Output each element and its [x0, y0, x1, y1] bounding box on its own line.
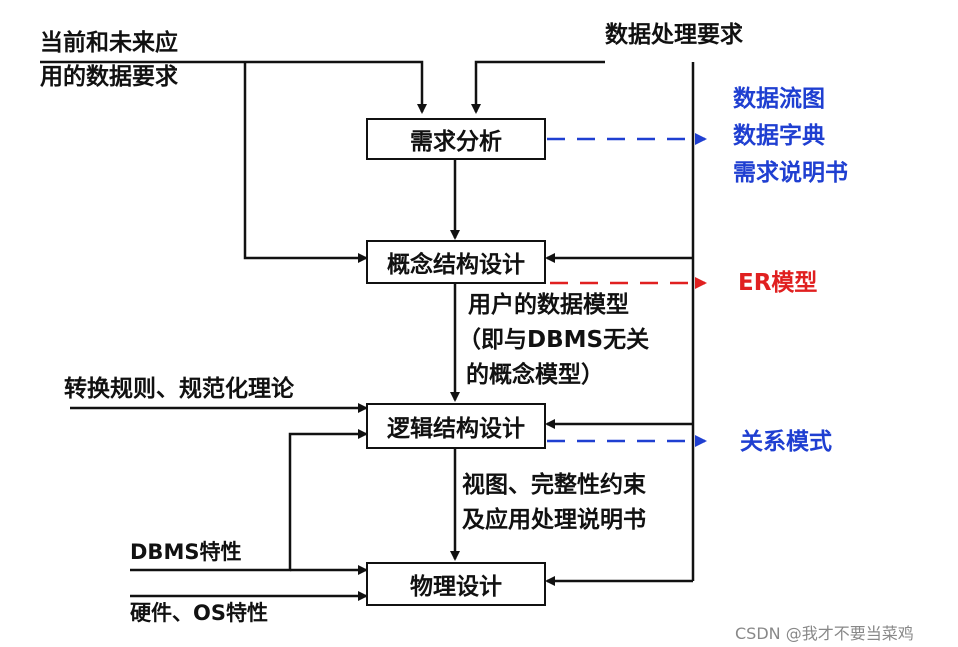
input-processing-req: 数据处理要求	[605, 22, 743, 48]
input-current-future-line2: 用的数据要求	[40, 64, 178, 90]
annotation-user-model-1: 用户的数据模型	[468, 292, 629, 318]
annotation-views-1: 视图、完整性约束	[462, 472, 646, 498]
stage-conceptual: 概念结构设计	[366, 240, 546, 284]
arrow-data-req-to-analysis	[40, 60, 427, 114]
output-er-model: ER模型	[738, 270, 818, 296]
input-conversion-rules: 转换规则、规范化理论	[64, 376, 294, 402]
output-data-dictionary: 数据字典	[733, 123, 825, 149]
output-requirements-spec: 需求说明书	[733, 160, 848, 186]
watermark: CSDN @我才不要当菜鸡	[735, 624, 914, 643]
arrow-data-req-to-conceptual	[243, 62, 368, 263]
stage-logical: 逻辑结构设计	[366, 403, 546, 449]
output-relational-schema: 关系模式	[740, 429, 832, 455]
annotation-user-model-3: 的概念模型）	[466, 362, 604, 388]
stage-physical: 物理设计	[366, 562, 546, 606]
arrow-dbms-to-logical	[130, 429, 368, 572]
stage-requirements: 需求分析	[366, 118, 546, 160]
output-data-flow-diagram: 数据流图	[733, 86, 825, 112]
annotation-views-2: 及应用处理说明书	[462, 507, 646, 533]
arrow-proc-req-to-analysis	[471, 60, 605, 114]
input-dbms-features: DBMS特性	[130, 540, 242, 564]
annotation-user-model-2: （即与DBMS无关	[458, 327, 650, 353]
input-hw-os-features: 硬件、OS特性	[130, 601, 268, 625]
input-current-future-line1: 当前和未来应	[40, 30, 178, 56]
